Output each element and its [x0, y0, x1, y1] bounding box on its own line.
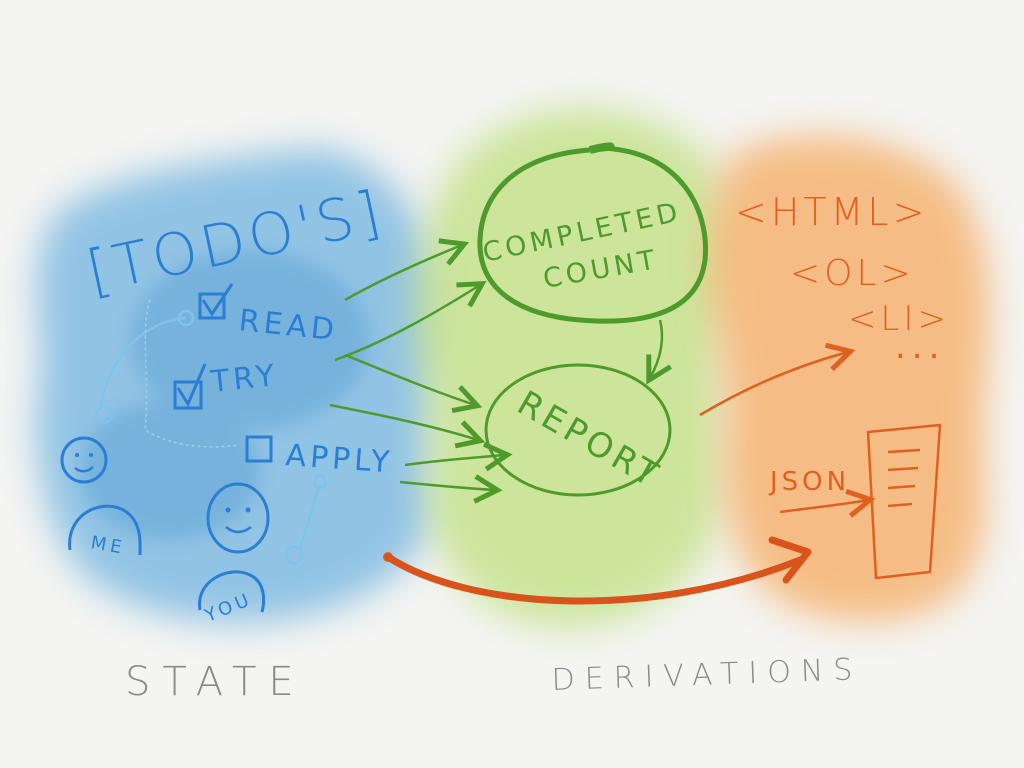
ol-tag: <OL> — [790, 253, 915, 294]
todo-label: APPLY — [284, 438, 394, 480]
circle-outline — [477, 145, 709, 324]
document-icon — [866, 423, 942, 580]
html-tag: <HTML> — [735, 190, 928, 234]
circle-outline — [484, 363, 672, 497]
derivations-section-label: DERIVATIONS — [551, 652, 863, 698]
state-to-json-arrow — [383, 536, 812, 605]
checkmark-icon — [201, 283, 234, 317]
checkbox-icon — [198, 292, 226, 320]
face-icon — [60, 436, 108, 484]
checkbox-icon — [173, 380, 203, 410]
derivation-to-output-arrows — [699, 352, 868, 512]
face-icon — [206, 482, 270, 554]
html-output: <HTML> <OL> <LI> ... — [735, 190, 950, 367]
output-wash — [707, 135, 990, 622]
ellipsis: ... — [895, 327, 945, 367]
json-label: JSON — [768, 467, 850, 497]
user-links — [94, 299, 328, 565]
checkbox-icon — [245, 435, 273, 463]
state-wash-detail — [80, 250, 370, 540]
todo-item-apply: APPLY — [245, 435, 394, 480]
todo-item-try: TRY — [173, 358, 280, 410]
todo-label: TRY — [208, 358, 280, 400]
state-section-label: STATE — [125, 659, 306, 705]
json-output: JSON — [768, 423, 942, 580]
state-to-derivation-arrows — [329, 245, 662, 490]
checkmark-icon — [176, 363, 207, 408]
li-tag: <LI> — [848, 299, 950, 339]
